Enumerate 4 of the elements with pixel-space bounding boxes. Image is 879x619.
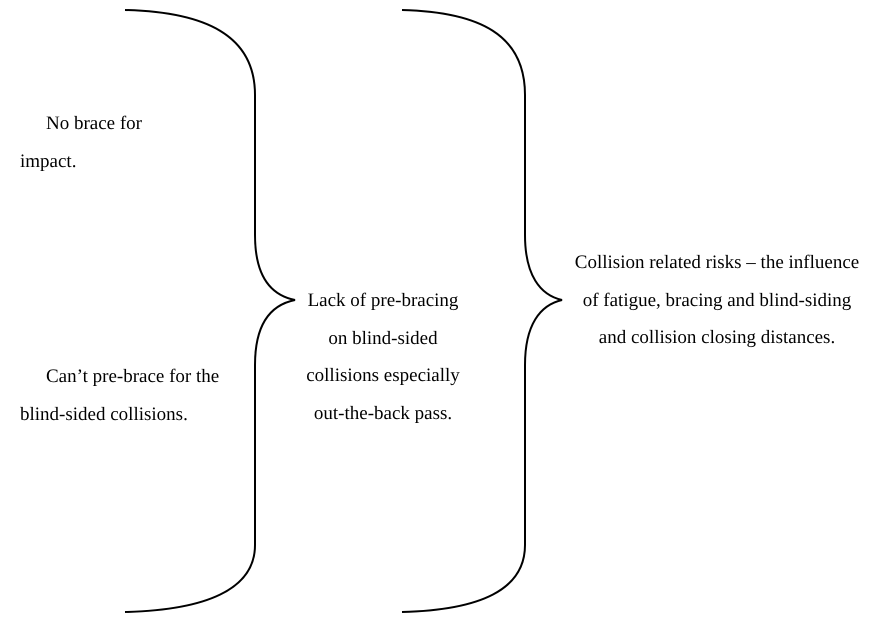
brace-note: No brace for impact.	[20, 112, 144, 174]
brace-note: Can’t pre-brace for the blind-sided collisions.	[20, 365, 220, 426]
brace-note: Lack of pre-bracing on blind-sided collisions especially out-the-back pass.	[305, 289, 461, 426]
brace-note: Collision related risks – the influence of fatigue, bracing and blind-siding and collision closing distances.	[574, 251, 860, 350]
